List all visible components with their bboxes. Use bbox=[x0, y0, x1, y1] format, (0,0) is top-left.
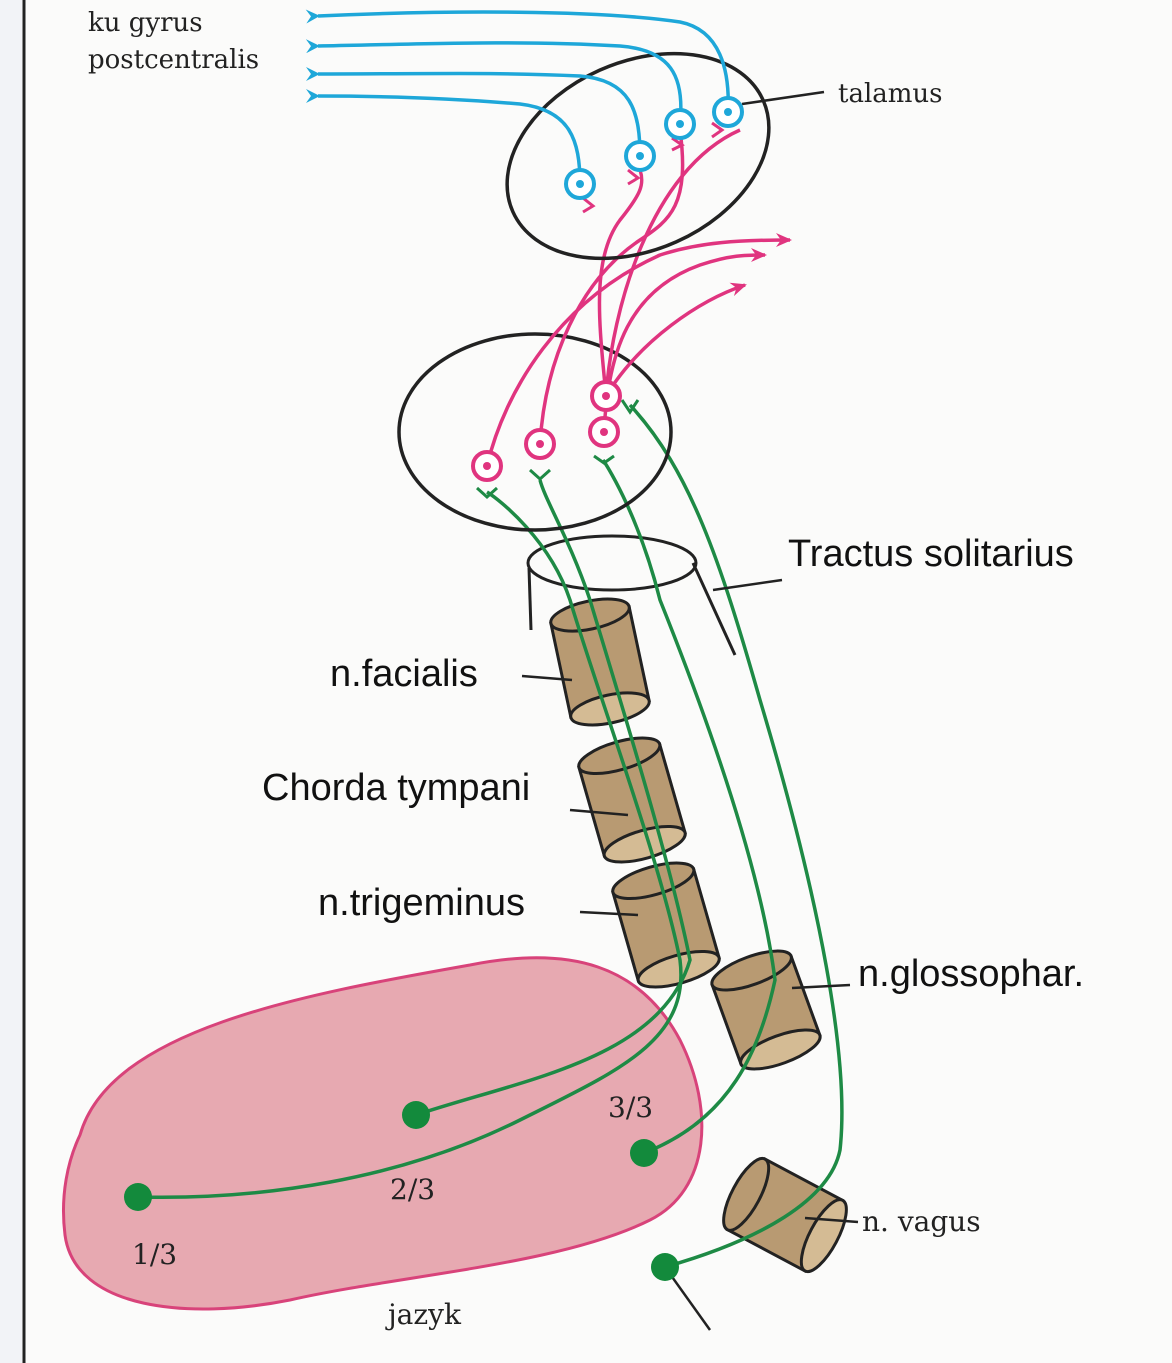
circled-dot-icon bbox=[526, 430, 554, 458]
third-3-label: 3/3 bbox=[608, 1091, 653, 1124]
receptor-3-3-icon bbox=[630, 1139, 658, 1167]
cortex-label-line2: postcentralis bbox=[88, 45, 259, 75]
circled-dot-icon bbox=[714, 98, 742, 126]
tongue-label: jazyk bbox=[385, 1298, 462, 1331]
circled-dot-icon bbox=[566, 170, 594, 198]
circled-dot-icon bbox=[626, 142, 654, 170]
receptor-1-3-icon bbox=[124, 1183, 152, 1211]
vagus-label: n. vagus bbox=[862, 1205, 981, 1238]
third-1-label: 1/3 bbox=[132, 1238, 177, 1271]
chorda-label: Chorda tympani bbox=[262, 767, 530, 809]
circled-dot-icon bbox=[473, 452, 501, 480]
cortex-label-line1: ku gyrus bbox=[88, 8, 203, 38]
circled-dot-icon bbox=[592, 382, 620, 410]
facialis-label: n.facialis bbox=[330, 653, 478, 695]
receptor-vagus-icon bbox=[651, 1253, 679, 1281]
circled-dot-icon bbox=[590, 418, 618, 446]
glossophar-label: n.glossophar. bbox=[858, 953, 1084, 995]
third-2-label: 2/3 bbox=[390, 1173, 435, 1206]
trigeminus-label: n.trigeminus bbox=[318, 882, 525, 924]
thalamus-label: talamus bbox=[838, 79, 943, 109]
circled-dot-icon bbox=[666, 110, 694, 138]
receptor-2-3-icon bbox=[402, 1101, 430, 1129]
tractus-label: Tractus solitarius bbox=[788, 533, 1074, 575]
